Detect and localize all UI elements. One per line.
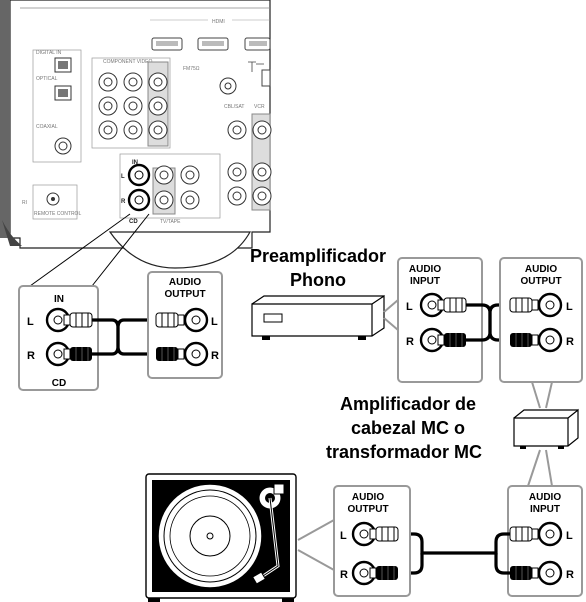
remote-control-label: REMOTE CONTROL	[34, 211, 81, 217]
coaxial-label: COAXIAL	[36, 124, 58, 130]
audio-output-label-line1: AUDIO	[169, 277, 201, 288]
fm-label: FM75Ω	[183, 66, 200, 72]
callout-line	[29, 213, 131, 287]
rca-plug-red-icon	[63, 347, 92, 361]
callout-line	[383, 317, 399, 331]
cd-r-label: R	[27, 350, 35, 362]
callout-line	[91, 213, 150, 287]
turntable-output-l-label: L	[340, 530, 347, 542]
cd-jacks-receiver	[127, 163, 151, 212]
mc-output-r-label: R	[566, 336, 574, 348]
mc-title-line3: transformador MC	[326, 442, 482, 462]
mc-input-r-label: R	[566, 569, 574, 581]
mc-output-panel: AUDIO OUTPUT L R	[499, 257, 583, 383]
phono-preamp-device	[251, 294, 385, 340]
cd-label: CD	[52, 378, 66, 389]
cbl-sat-label: CBL/SAT	[224, 104, 244, 110]
callout-line	[383, 299, 399, 313]
rca-plug-white-icon	[63, 312, 93, 328]
rca-cable	[406, 553, 510, 575]
rca-plug-white-icon	[369, 526, 399, 542]
callout-line	[531, 381, 541, 409]
rca-plug-red-icon	[437, 333, 466, 347]
rca-plug-red-icon	[510, 333, 539, 347]
component-video-label: COMPONENT VIDEO	[103, 59, 152, 65]
mc-input-label-line2: INPUT	[530, 504, 560, 515]
turntable-icon	[145, 473, 297, 602]
receiver-r-label: R	[121, 199, 126, 205]
mc-title-line2: cabezal MC o	[351, 418, 465, 438]
preamp-input-panel: AUDIO INPUT L R	[397, 257, 483, 383]
rca-plug-red-icon	[156, 347, 185, 361]
preamp-title-line1: Preamplificador	[250, 246, 386, 266]
rca-cable	[92, 318, 156, 356]
cbl-vcr-jacks	[227, 120, 272, 206]
turntable-output-label-line1: AUDIO	[352, 492, 384, 503]
callout-line	[527, 449, 541, 487]
callout-line	[297, 519, 335, 541]
preamp-title-line2: Phono	[290, 270, 346, 290]
callout-line	[545, 449, 553, 487]
mc-output-label-line2: OUTPUT	[520, 276, 561, 287]
mc-title-line1: Amplificador de	[340, 394, 476, 414]
cd-in-label: IN	[54, 294, 64, 305]
cd-input-panel: IN L R CD	[18, 285, 99, 391]
mc-input-l-label: L	[566, 530, 573, 542]
preamp-output-to-cd-panel: AUDIO OUTPUT L R	[147, 271, 223, 379]
receiver-in-label: IN	[132, 160, 138, 166]
callout-line	[545, 381, 553, 409]
receiver-cd-label: CD	[129, 219, 138, 225]
audio-output-label-line2: OUTPUT	[164, 289, 205, 300]
cd-l-label: L	[27, 316, 34, 328]
optical-label: OPTICAL	[36, 76, 58, 82]
rca-plug-red-icon	[510, 566, 539, 580]
turntable-output-panel: AUDIO OUTPUT L R	[333, 485, 411, 597]
mc-input-panel: AUDIO INPUT L R	[507, 485, 583, 597]
mc-output-label-line1: AUDIO	[525, 264, 557, 275]
digital-in-label: DIGITAL IN	[36, 50, 62, 56]
receiver-rear-panel: HDMI DIGITAL IN OPTICAL COAXIAL COMPONEN…	[0, 0, 272, 269]
rca-plug-white-icon	[437, 297, 467, 313]
rca-cable	[92, 318, 156, 356]
audio-output-l-label: L	[211, 316, 218, 328]
rca-cable	[406, 532, 510, 555]
hdmi-label: HDMI	[212, 19, 225, 25]
rca-plug-red-icon	[369, 566, 398, 580]
component-jacks	[98, 72, 168, 140]
tv-tape-label: TV/TAPE	[160, 219, 181, 225]
receiver-l-label: L	[121, 174, 125, 180]
audio-input-label-line1: AUDIO	[409, 264, 441, 275]
rca-plug-white-icon	[155, 312, 185, 328]
audio-input-r-label: R	[406, 336, 414, 348]
mc-input-label-line1: AUDIO	[529, 492, 561, 503]
ri-label: RI	[22, 200, 27, 206]
mc-amplifier-device	[513, 408, 579, 449]
audio-input-label-line2: INPUT	[410, 276, 440, 287]
rca-plug-white-icon	[509, 526, 539, 542]
rca-plug-white-icon	[509, 297, 539, 313]
vcr-label: VCR	[254, 104, 265, 110]
rca-cable	[466, 303, 510, 342]
audio-output-r-label: R	[211, 350, 219, 362]
turntable-output-label-line2: OUTPUT	[347, 504, 388, 515]
callout-line	[297, 549, 335, 571]
turntable-output-r-label: R	[340, 569, 348, 581]
mc-output-l-label: L	[566, 301, 573, 313]
audio-input-l-label: L	[406, 301, 413, 313]
